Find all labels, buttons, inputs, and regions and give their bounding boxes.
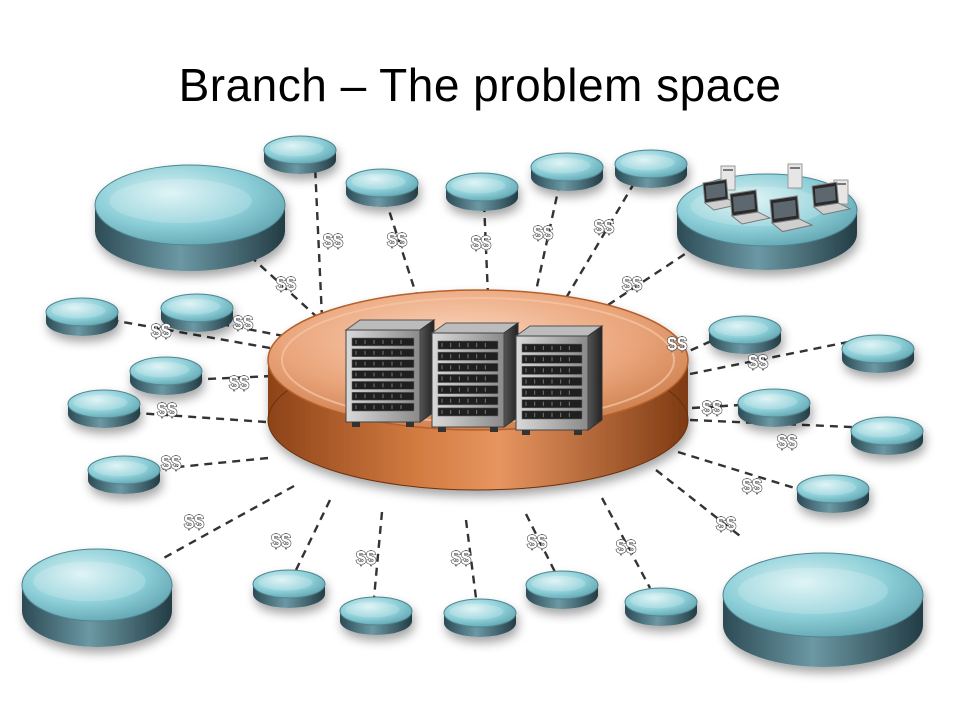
cost-link-line bbox=[372, 511, 384, 599]
small-branch-site bbox=[624, 587, 698, 626]
cost-label: $$ bbox=[184, 512, 204, 532]
small-branch-site bbox=[841, 334, 915, 373]
branch-sites-layer bbox=[21, 135, 924, 667]
small-branch-site bbox=[345, 168, 419, 207]
cost-label: $$ bbox=[229, 373, 249, 393]
cost-link-line bbox=[159, 484, 295, 562]
datacenter-hub bbox=[267, 289, 689, 491]
cost-label: $$ bbox=[594, 217, 614, 237]
cost-label: $$ bbox=[716, 514, 736, 534]
cost-link-line bbox=[294, 499, 332, 571]
server-rack-icon bbox=[430, 322, 520, 432]
small-branch-site bbox=[263, 135, 337, 174]
small-branch-site bbox=[67, 389, 141, 428]
cost-link-line bbox=[383, 197, 420, 301]
cost-link-line bbox=[147, 456, 269, 472]
cost-link-line bbox=[524, 513, 557, 573]
cost-link-line bbox=[600, 497, 652, 589]
small-branch-site bbox=[737, 388, 811, 427]
cost-label: $$ bbox=[527, 532, 547, 552]
cost-label: $$ bbox=[233, 313, 253, 333]
cost-label: $$ bbox=[471, 233, 491, 253]
cost-label: $$ bbox=[667, 334, 687, 354]
laptop-icon bbox=[729, 189, 772, 225]
large-branch-site bbox=[21, 548, 173, 647]
cost-label: $$ bbox=[356, 548, 376, 568]
small-branch-site bbox=[796, 474, 870, 513]
small-branch-site bbox=[252, 569, 326, 608]
cost-link-line bbox=[121, 410, 267, 424]
small-branch-site bbox=[45, 297, 119, 336]
server-rack-icon bbox=[344, 319, 436, 427]
cost-label: $$ bbox=[748, 352, 768, 372]
laptop-icon bbox=[769, 195, 814, 233]
small-branch-site bbox=[87, 455, 161, 494]
cost-label: $$ bbox=[161, 453, 181, 473]
cost-label: $$ bbox=[622, 274, 642, 294]
desktop-tower-icon bbox=[787, 163, 803, 189]
small-branch-site bbox=[614, 149, 688, 188]
cost-link-line bbox=[482, 201, 490, 297]
cost-label: $$ bbox=[702, 398, 722, 418]
large-branch-site bbox=[722, 552, 924, 667]
cost-label: $$ bbox=[276, 274, 296, 294]
slide-title: Branch – The problem space bbox=[178, 59, 782, 111]
cost-link-line bbox=[689, 418, 875, 430]
large-branch-site bbox=[94, 164, 286, 271]
cost-label: $$ bbox=[323, 231, 343, 251]
cost-label: $$ bbox=[777, 432, 797, 452]
small-branch-site bbox=[445, 172, 519, 211]
small-branch-site bbox=[160, 293, 234, 332]
cost-label: $$ bbox=[451, 548, 471, 568]
laptop-icon bbox=[811, 181, 852, 216]
cost-label: $$ bbox=[616, 537, 636, 557]
small-branch-site bbox=[708, 315, 782, 354]
cost-label: $$ bbox=[387, 230, 407, 250]
cost-link-line bbox=[532, 181, 562, 301]
server-rack-icon bbox=[514, 325, 604, 435]
cost-label: $$ bbox=[157, 400, 177, 420]
cost-link-line bbox=[564, 179, 638, 299]
cost-label: $$ bbox=[742, 476, 762, 496]
cost-link-line bbox=[607, 242, 701, 307]
cost-label: $$ bbox=[533, 223, 553, 243]
small-branch-site bbox=[129, 356, 203, 395]
small-branch-site bbox=[530, 152, 604, 191]
small-branch-site bbox=[525, 570, 599, 609]
cost-link-line bbox=[249, 255, 319, 319]
cost-link-line bbox=[99, 316, 271, 350]
cost-link-line bbox=[677, 450, 815, 496]
cost-labels-layer: $$ $$ $$ $$ $$ $$ $$ $$ $$ $$ $$ $$ $$ $$ $$ $$ $$ $$ $$ $$… bbox=[150, 216, 797, 568]
cost-label: $$ bbox=[271, 531, 291, 551]
cost-label: $$ bbox=[151, 321, 171, 341]
small-branch-site bbox=[850, 416, 924, 455]
cost-link-line bbox=[655, 469, 741, 537]
small-branch-site bbox=[443, 598, 517, 637]
cost-link-line bbox=[313, 164, 324, 319]
small-branch-site bbox=[339, 596, 413, 635]
